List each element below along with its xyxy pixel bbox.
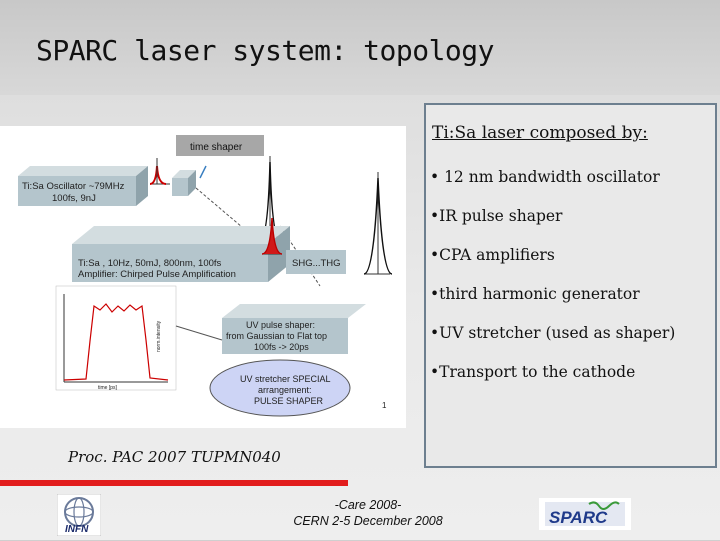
stretcher-line3: PULSE SHAPER xyxy=(254,396,324,406)
page-mark: 1 xyxy=(382,401,387,410)
uv-pulse xyxy=(363,177,393,275)
flat-top-pulse xyxy=(63,303,169,381)
sparc-logo-text: SPARC xyxy=(549,508,608,527)
uv-shaper-line3: 100fs -> 20ps xyxy=(254,342,309,352)
diagram-svg: time shaper Ti:Sa Oscillator ~79MHz 100f… xyxy=(18,135,393,417)
shg-box xyxy=(286,250,346,274)
time-shaper-box xyxy=(176,135,264,156)
stretcher-line2: arrangement: xyxy=(258,385,312,395)
amplifier-line1: Ti:Sa , 10Hz, 50mJ, 800nm, 100fs xyxy=(78,258,222,269)
amplifier-line2: Amplifier: Chirped Pulse Amplification xyxy=(78,269,236,280)
bullet-item: •IR pulse shaper xyxy=(430,207,563,225)
oscillator-line1: Ti:Sa Oscillator ~79MHz xyxy=(22,181,125,192)
uv-shaper-line2: from Gaussian to Flat top xyxy=(226,331,327,341)
panel-title: Ti:Sa laser composed by: xyxy=(432,123,648,143)
shg-label: SHG...THG xyxy=(292,258,341,269)
infn-logo-text: INFN xyxy=(65,524,89,535)
components-panel: Ti:Sa laser composed by: • 12 nm bandwid… xyxy=(424,103,717,468)
plot-connector xyxy=(175,325,223,341)
slide-title: SPARC laser system: topology xyxy=(36,34,495,67)
shaper-side xyxy=(188,170,196,196)
bullet-item: •Transport to the cathode xyxy=(430,363,636,381)
reference-citation: Proc. PAC 2007 TUPMN040 xyxy=(68,448,281,466)
oscillator-line2: 100fs, 9nJ xyxy=(52,193,96,204)
amplifier-box xyxy=(72,244,268,282)
plot-xlabel: time [ps] xyxy=(98,385,118,391)
laser-topology-diagram: time shaper Ti:Sa Oscillator ~79MHz 100f… xyxy=(0,126,406,428)
bullet-item: •CPA amplifiers xyxy=(430,246,555,264)
sparc-logo: SPARC xyxy=(539,498,631,530)
footer: -Care 2008- CERN 2-5 December 2008 xyxy=(270,497,466,529)
stretcher-line1: UV stretcher SPECIAL xyxy=(240,374,331,384)
bullet-item: •UV stretcher (used as shaper) xyxy=(430,324,676,342)
shaper-box xyxy=(172,178,188,196)
accent-line xyxy=(0,480,348,486)
oscillator-box xyxy=(18,176,136,206)
title-band xyxy=(0,0,720,95)
oscillator-box-side xyxy=(136,166,148,206)
oscillator-box-top xyxy=(18,166,148,176)
amplifier-box-top xyxy=(72,226,290,244)
bullet-item: •third harmonic generator xyxy=(430,285,640,303)
stretcher-ellipse xyxy=(209,359,351,417)
amplified-pulse xyxy=(261,217,283,255)
inset-plot-frame xyxy=(55,285,177,391)
uv-shaper-top xyxy=(222,304,366,318)
footer-line2: CERN 2-5 December 2008 xyxy=(293,514,443,528)
uv-shaper-box xyxy=(222,318,348,354)
infn-logo: INFN xyxy=(56,493,102,537)
uv-shaper-line1: UV pulse shaper: xyxy=(246,320,315,330)
bullet-item: • 12 nm bandwidth oscillator xyxy=(430,168,660,186)
oscillator-pulse xyxy=(149,165,167,185)
shaper-arrow xyxy=(199,165,207,179)
time-shaper-label: time shaper xyxy=(190,142,243,153)
footer-line1: -Care 2008- xyxy=(334,498,402,512)
plot-ylabel: norm.intensity xyxy=(156,320,162,352)
